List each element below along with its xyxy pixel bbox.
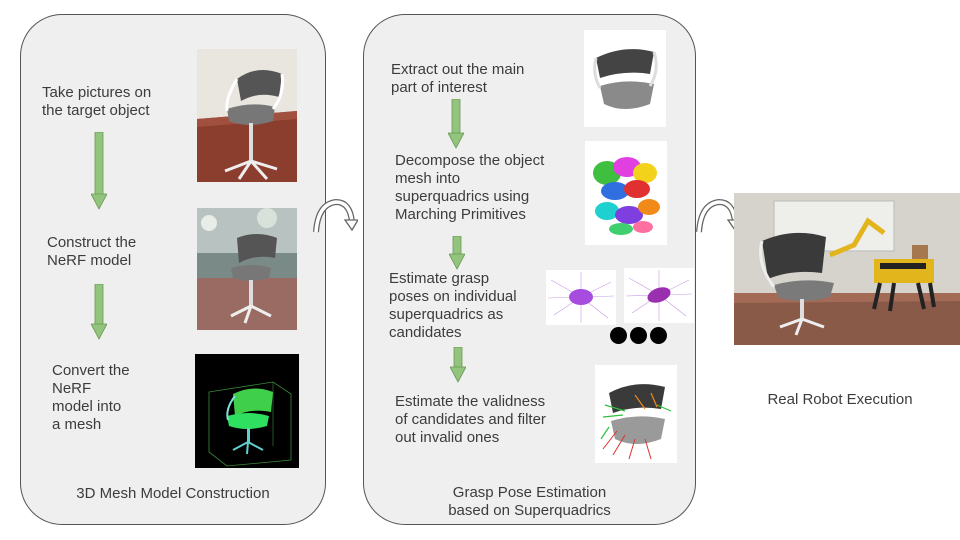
down-arrow-5 bbox=[450, 347, 466, 383]
step-decompose-mesh: Decompose the object mesh into superquad… bbox=[395, 152, 545, 223]
ellipsis-dot-1 bbox=[610, 327, 627, 344]
step-estimate-poses: Estimate grasp poses on individual super… bbox=[389, 270, 517, 341]
filtered-grasps-image bbox=[595, 365, 677, 463]
down-arrow-1 bbox=[91, 132, 107, 210]
superquadrics-image bbox=[585, 141, 667, 245]
extracted-part-image bbox=[584, 30, 666, 127]
mesh-render-image bbox=[195, 354, 299, 468]
grasp-candidate-image-1 bbox=[546, 270, 616, 325]
curved-arrow-1 bbox=[313, 198, 358, 233]
robot-execution-caption: Real Robot Execution bbox=[767, 391, 913, 408]
nerf-render-image bbox=[197, 208, 297, 330]
middle-panel-caption: Grasp Pose Estimation based on Superquad… bbox=[448, 484, 611, 519]
down-arrow-3 bbox=[448, 99, 464, 149]
grasp-candidate-image-2 bbox=[624, 268, 694, 323]
ellipsis-dot-2 bbox=[630, 327, 647, 344]
step-construct-nerf: Construct the NeRF model bbox=[47, 234, 137, 269]
down-arrow-2 bbox=[91, 284, 107, 340]
step-filter-candidates: Estimate the validness of candidates and… bbox=[395, 393, 546, 446]
left-panel-caption: 3D Mesh Model Construction bbox=[76, 485, 270, 502]
robot-execution-photo bbox=[734, 193, 960, 345]
chair-photo bbox=[197, 49, 297, 182]
step-take-pictures: Take pictures on the target object bbox=[42, 84, 152, 119]
step-extract-part: Extract out the main part of interest bbox=[391, 61, 525, 96]
step-convert-mesh: Convert the NeRF model into a mesh bbox=[52, 362, 130, 433]
down-arrow-4 bbox=[449, 236, 465, 270]
ellipsis-dot-3 bbox=[650, 327, 667, 344]
